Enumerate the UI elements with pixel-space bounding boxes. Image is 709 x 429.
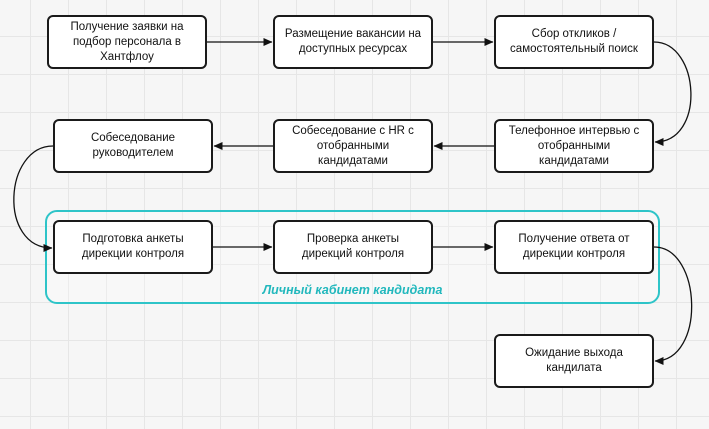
candidate-cabinet-label: Личный кабинет кандидата bbox=[262, 283, 443, 297]
step-control-response: Получение ответа от дирекции контроля bbox=[494, 220, 654, 274]
edge-s6-s7 bbox=[13, 145, 54, 252]
step-manager-interview: Собеседование руководителем bbox=[53, 119, 213, 173]
step-request-received: Получение заявки на подбор персонала в Х… bbox=[47, 15, 207, 69]
step-await-start: Ожидание выхода кандилата bbox=[494, 334, 654, 388]
step-response-collection: Сбор откликов / самостоятельный поиск bbox=[494, 15, 654, 69]
step-phone-interview: Телефонное интервью с отобранными кандид… bbox=[494, 119, 654, 173]
step-prepare-form: Подготовка анкеты дирекции контроля bbox=[53, 220, 213, 274]
step-vacancy-posting: Размещение вакансии на доступных ресурса… bbox=[273, 15, 433, 69]
step-hr-interview: Собеседование с HR с отобранными кандида… bbox=[273, 119, 433, 173]
edge-s9-s10 bbox=[653, 246, 693, 365]
edge-s3-s4 bbox=[653, 41, 692, 146]
step-check-form: Проверка анкеты дирекций контроля bbox=[273, 220, 433, 274]
